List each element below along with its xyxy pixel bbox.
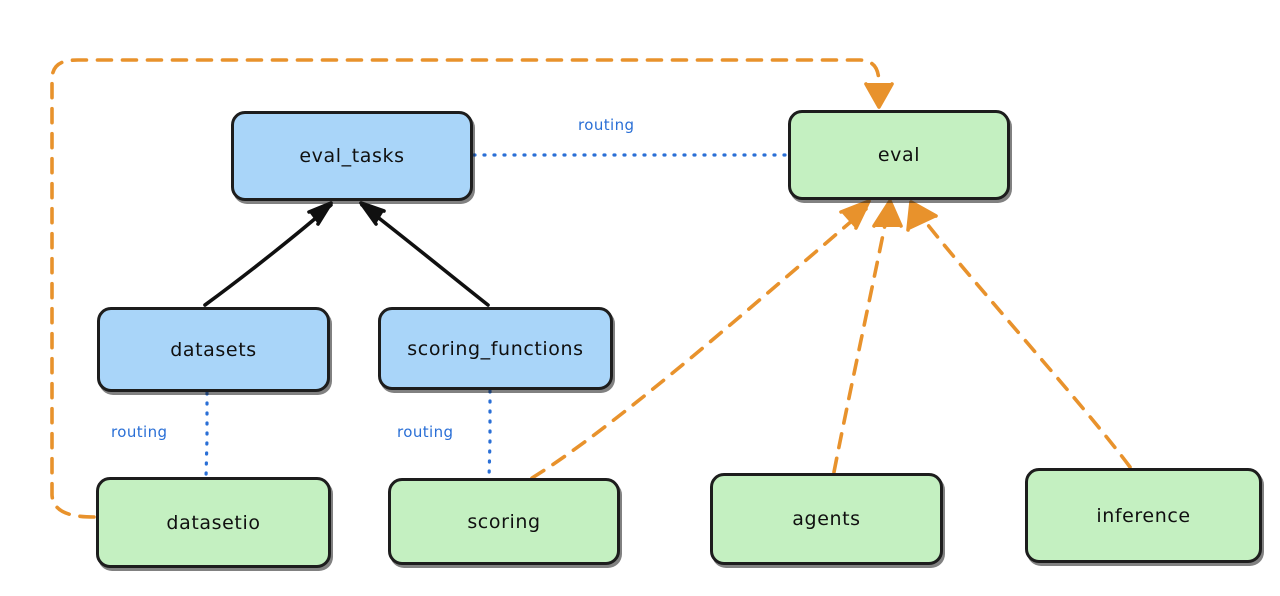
edge-scoring_functions-to-eval_tasks	[359, 201, 490, 307]
edge-datasets-to-datasetio	[204, 391, 209, 480]
edge-label-routing-datasets: routing	[111, 423, 168, 441]
node-scoring[interactable]: scoring	[388, 478, 620, 565]
node-inference[interactable]: inference	[1025, 468, 1262, 563]
node-label: agents	[792, 508, 861, 530]
node-label: datasets	[170, 338, 257, 361]
edge-agents-to-eval	[832, 199, 903, 474]
edge-inference-to-eval	[906, 200, 1132, 469]
edge-scoring_functions-to-scoring	[487, 389, 492, 481]
node-label: datasetio	[166, 511, 261, 534]
node-scoring-functions[interactable]: scoring_functions	[378, 307, 613, 390]
node-label: scoring	[467, 510, 541, 533]
node-label: inference	[1096, 504, 1191, 527]
node-eval[interactable]: eval	[788, 110, 1010, 200]
node-label: eval	[877, 144, 921, 166]
edge-label-routing-scoring: routing	[397, 423, 454, 441]
node-agents[interactable]: agents	[710, 473, 943, 565]
node-datasets[interactable]: datasets	[97, 307, 330, 392]
edge-label-routing-eval: routing	[578, 116, 635, 134]
node-label: scoring_functions	[407, 337, 584, 360]
node-eval-tasks[interactable]: eval_tasks	[231, 111, 473, 201]
node-label: eval_tasks	[299, 145, 405, 167]
edge-datasets-to-eval_tasks	[203, 201, 333, 307]
node-datasetio[interactable]: datasetio	[96, 477, 331, 568]
